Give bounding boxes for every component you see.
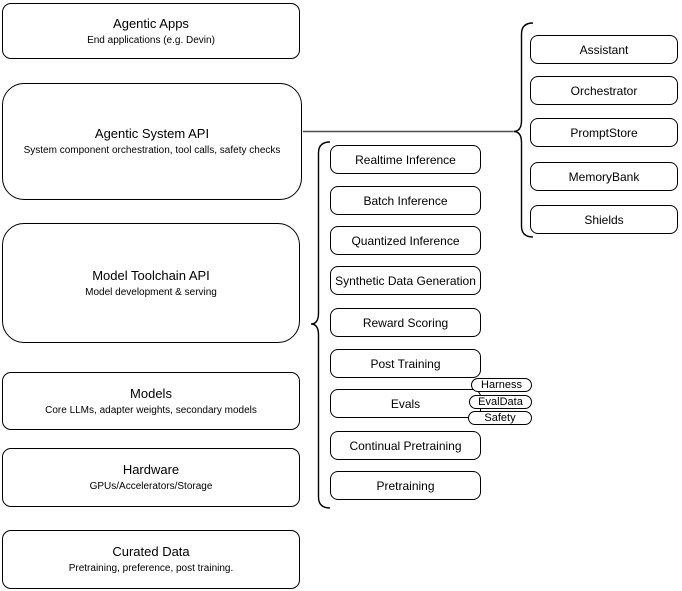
node-label: Continual Pretraining bbox=[349, 438, 462, 453]
box-reward-scoring: Reward Scoring bbox=[330, 308, 481, 337]
tag-evaldata: EvalData bbox=[469, 395, 532, 409]
node-title: Models bbox=[130, 385, 172, 401]
box-continual-pretraining: Continual Pretraining bbox=[330, 431, 481, 460]
node-label: Evals bbox=[390, 396, 421, 411]
node-subtitle: Model development & serving bbox=[85, 286, 217, 298]
node-subtitle: End applications (e.g. Devin) bbox=[87, 34, 215, 46]
node-subtitle: Core LLMs, adapter weights, secondary mo… bbox=[45, 404, 257, 416]
box-orchestrator: Orchestrator bbox=[530, 76, 678, 105]
box-assistant: Assistant bbox=[530, 35, 678, 64]
node-label: PromptStore bbox=[570, 125, 638, 140]
node-title: Curated Data bbox=[112, 544, 190, 559]
box-hardware: Hardware GPUs/Accelerators/Storage bbox=[2, 448, 300, 507]
tag-safety: Safety bbox=[468, 411, 532, 425]
node-label: Orchestrator bbox=[570, 83, 638, 98]
node-label: Assistant bbox=[579, 42, 629, 57]
node-title: Agentic Apps bbox=[113, 15, 189, 31]
node-subtitle: Pretraining, preference, post training. bbox=[68, 563, 234, 574]
box-promptstore: PromptStore bbox=[530, 118, 678, 147]
box-batch-inference: Batch Inference bbox=[330, 186, 481, 215]
box-post-training: Post Training bbox=[330, 349, 481, 378]
box-synthetic-data-generation: Synthetic Data Generation bbox=[330, 266, 481, 295]
box-shields: Shields bbox=[530, 205, 678, 234]
box-agentic-apps: Agentic Apps End applications (e.g. Devi… bbox=[2, 3, 300, 59]
box-realtime-inference: Realtime Inference bbox=[330, 145, 481, 174]
tag-label: Safety bbox=[484, 411, 516, 424]
box-models: Models Core LLMs, adapter weights, secon… bbox=[2, 372, 300, 430]
node-label: Synthetic Data Generation bbox=[335, 273, 476, 288]
box-curated-data: Curated Data Pretraining, preference, po… bbox=[2, 530, 300, 589]
box-quantized-inference: Quantized Inference bbox=[330, 226, 481, 255]
node-label: Pretraining bbox=[376, 478, 435, 493]
box-agentic-system-api: Agentic System API System component orch… bbox=[2, 83, 302, 200]
node-label: MemoryBank bbox=[568, 169, 640, 184]
node-subtitle: GPUs/Accelerators/Storage bbox=[89, 481, 213, 492]
node-label: Shields bbox=[584, 212, 624, 227]
tag-label: EvalData bbox=[478, 395, 523, 408]
node-subtitle: System component orchestration, tool cal… bbox=[23, 145, 281, 156]
tag-label: Harness bbox=[481, 378, 522, 391]
node-title: Hardware bbox=[122, 462, 180, 477]
node-label: Reward Scoring bbox=[362, 315, 449, 330]
node-title: Model Toolchain API bbox=[92, 267, 210, 283]
node-label: Realtime Inference bbox=[355, 152, 456, 167]
tag-harness: Harness bbox=[471, 378, 532, 392]
box-pretraining: Pretraining bbox=[330, 471, 481, 500]
node-label: Post Training bbox=[370, 356, 441, 371]
node-label: Batch Inference bbox=[363, 193, 448, 208]
box-memorybank: MemoryBank bbox=[530, 162, 678, 191]
box-model-toolchain-api: Model Toolchain API Model development & … bbox=[2, 223, 300, 343]
node-title: Agentic System API bbox=[94, 126, 210, 141]
box-evals: Evals bbox=[330, 389, 481, 418]
toolchain-brace bbox=[310, 141, 331, 509]
node-label: Quantized Inference bbox=[351, 233, 460, 248]
